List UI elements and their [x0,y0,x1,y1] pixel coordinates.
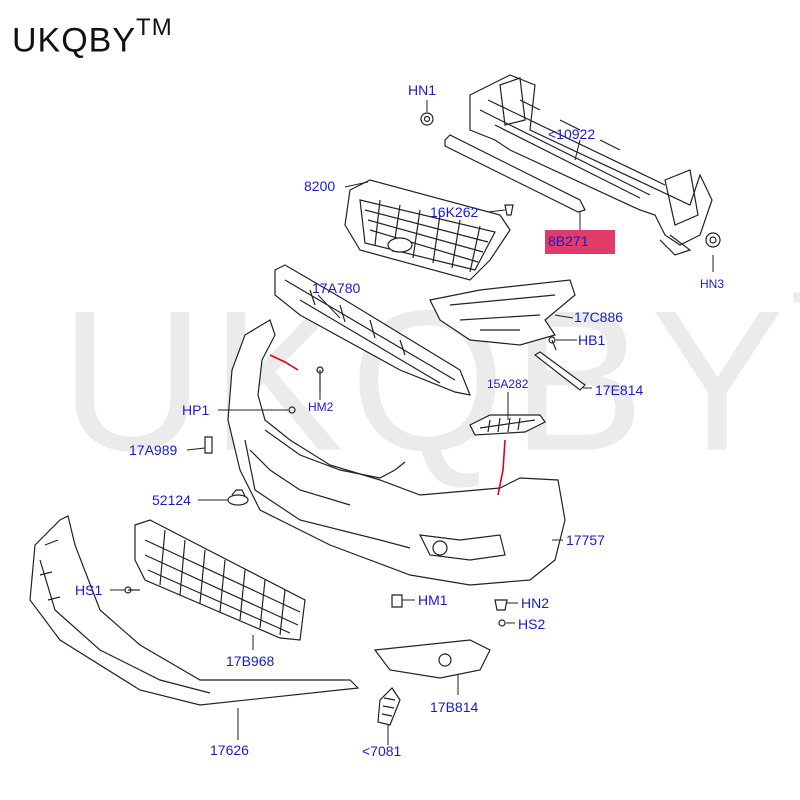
label-8b271: 8B271 [548,233,589,249]
small-vent-7081 [377,687,401,726]
brand-name: UKQBY [12,21,137,60]
reinforcement-beam [469,74,713,256]
label-17626: 17626 [210,742,249,758]
upper-bracket [274,264,471,396]
hp1-pin [288,406,296,414]
watermark: UKQBYTM [60,262,800,497]
brand-logo: UKQBYTM [12,14,173,60]
label-17757: 17757 [566,532,605,548]
label-52124: 52124 [152,492,191,508]
highlight-8b271 [545,230,615,254]
label-hb1: HB1 [578,332,606,348]
brand-mark: TM [136,14,173,41]
hn3-nut [705,232,721,248]
label-hn1: HN1 [408,82,437,98]
fog-lamp-bezel [373,639,491,679]
red-arrow-center [497,439,506,496]
lower-grille [134,519,306,641]
leader-lines [110,100,714,745]
label-hs2: HS2 [518,616,546,632]
hb1-bolt [551,339,557,351]
strip-17e814 [533,351,586,391]
label-7081: <7081 [362,743,402,759]
label-10922: <10922 [548,126,596,142]
lower-lip-spoiler [29,515,360,706]
label-hm1: HM1 [418,592,448,608]
label-15a282: 15A282 [487,377,529,391]
grille-15a282 [469,414,546,436]
label-8200: 8200 [304,178,336,194]
red-arrow-left [269,354,299,371]
label-17b814: 17B814 [430,699,479,715]
label-17a780: 17A780 [312,280,361,296]
label-17c886: 17C886 [574,309,624,325]
label-hp1: HP1 [182,402,210,418]
radiator-grille [344,179,511,281]
label-16k262: 16K262 [430,204,479,220]
bumper-cover [227,319,566,586]
label-hn2: HN2 [521,595,550,611]
hs2-screw [498,619,506,627]
label-hn3: HN3 [700,277,725,291]
label-17e814: 17E814 [595,382,644,398]
clip-17a989 [204,436,213,454]
label-hm2: HM2 [308,400,334,414]
label-hs1: HS1 [75,582,103,598]
sensor-52124 [227,489,249,506]
clip-16k262 [504,204,514,216]
label-17a989: 17A989 [129,442,178,458]
hn1-nut [420,112,434,126]
watermark-name: UKQBY [60,269,791,493]
hm1-clip [391,594,403,608]
label-17b968: 17B968 [226,653,275,669]
upper-strip [444,134,586,213]
hn2-nut [494,599,508,611]
bracket-17c886 [429,279,576,346]
watermark-mark: TM [790,264,800,410]
